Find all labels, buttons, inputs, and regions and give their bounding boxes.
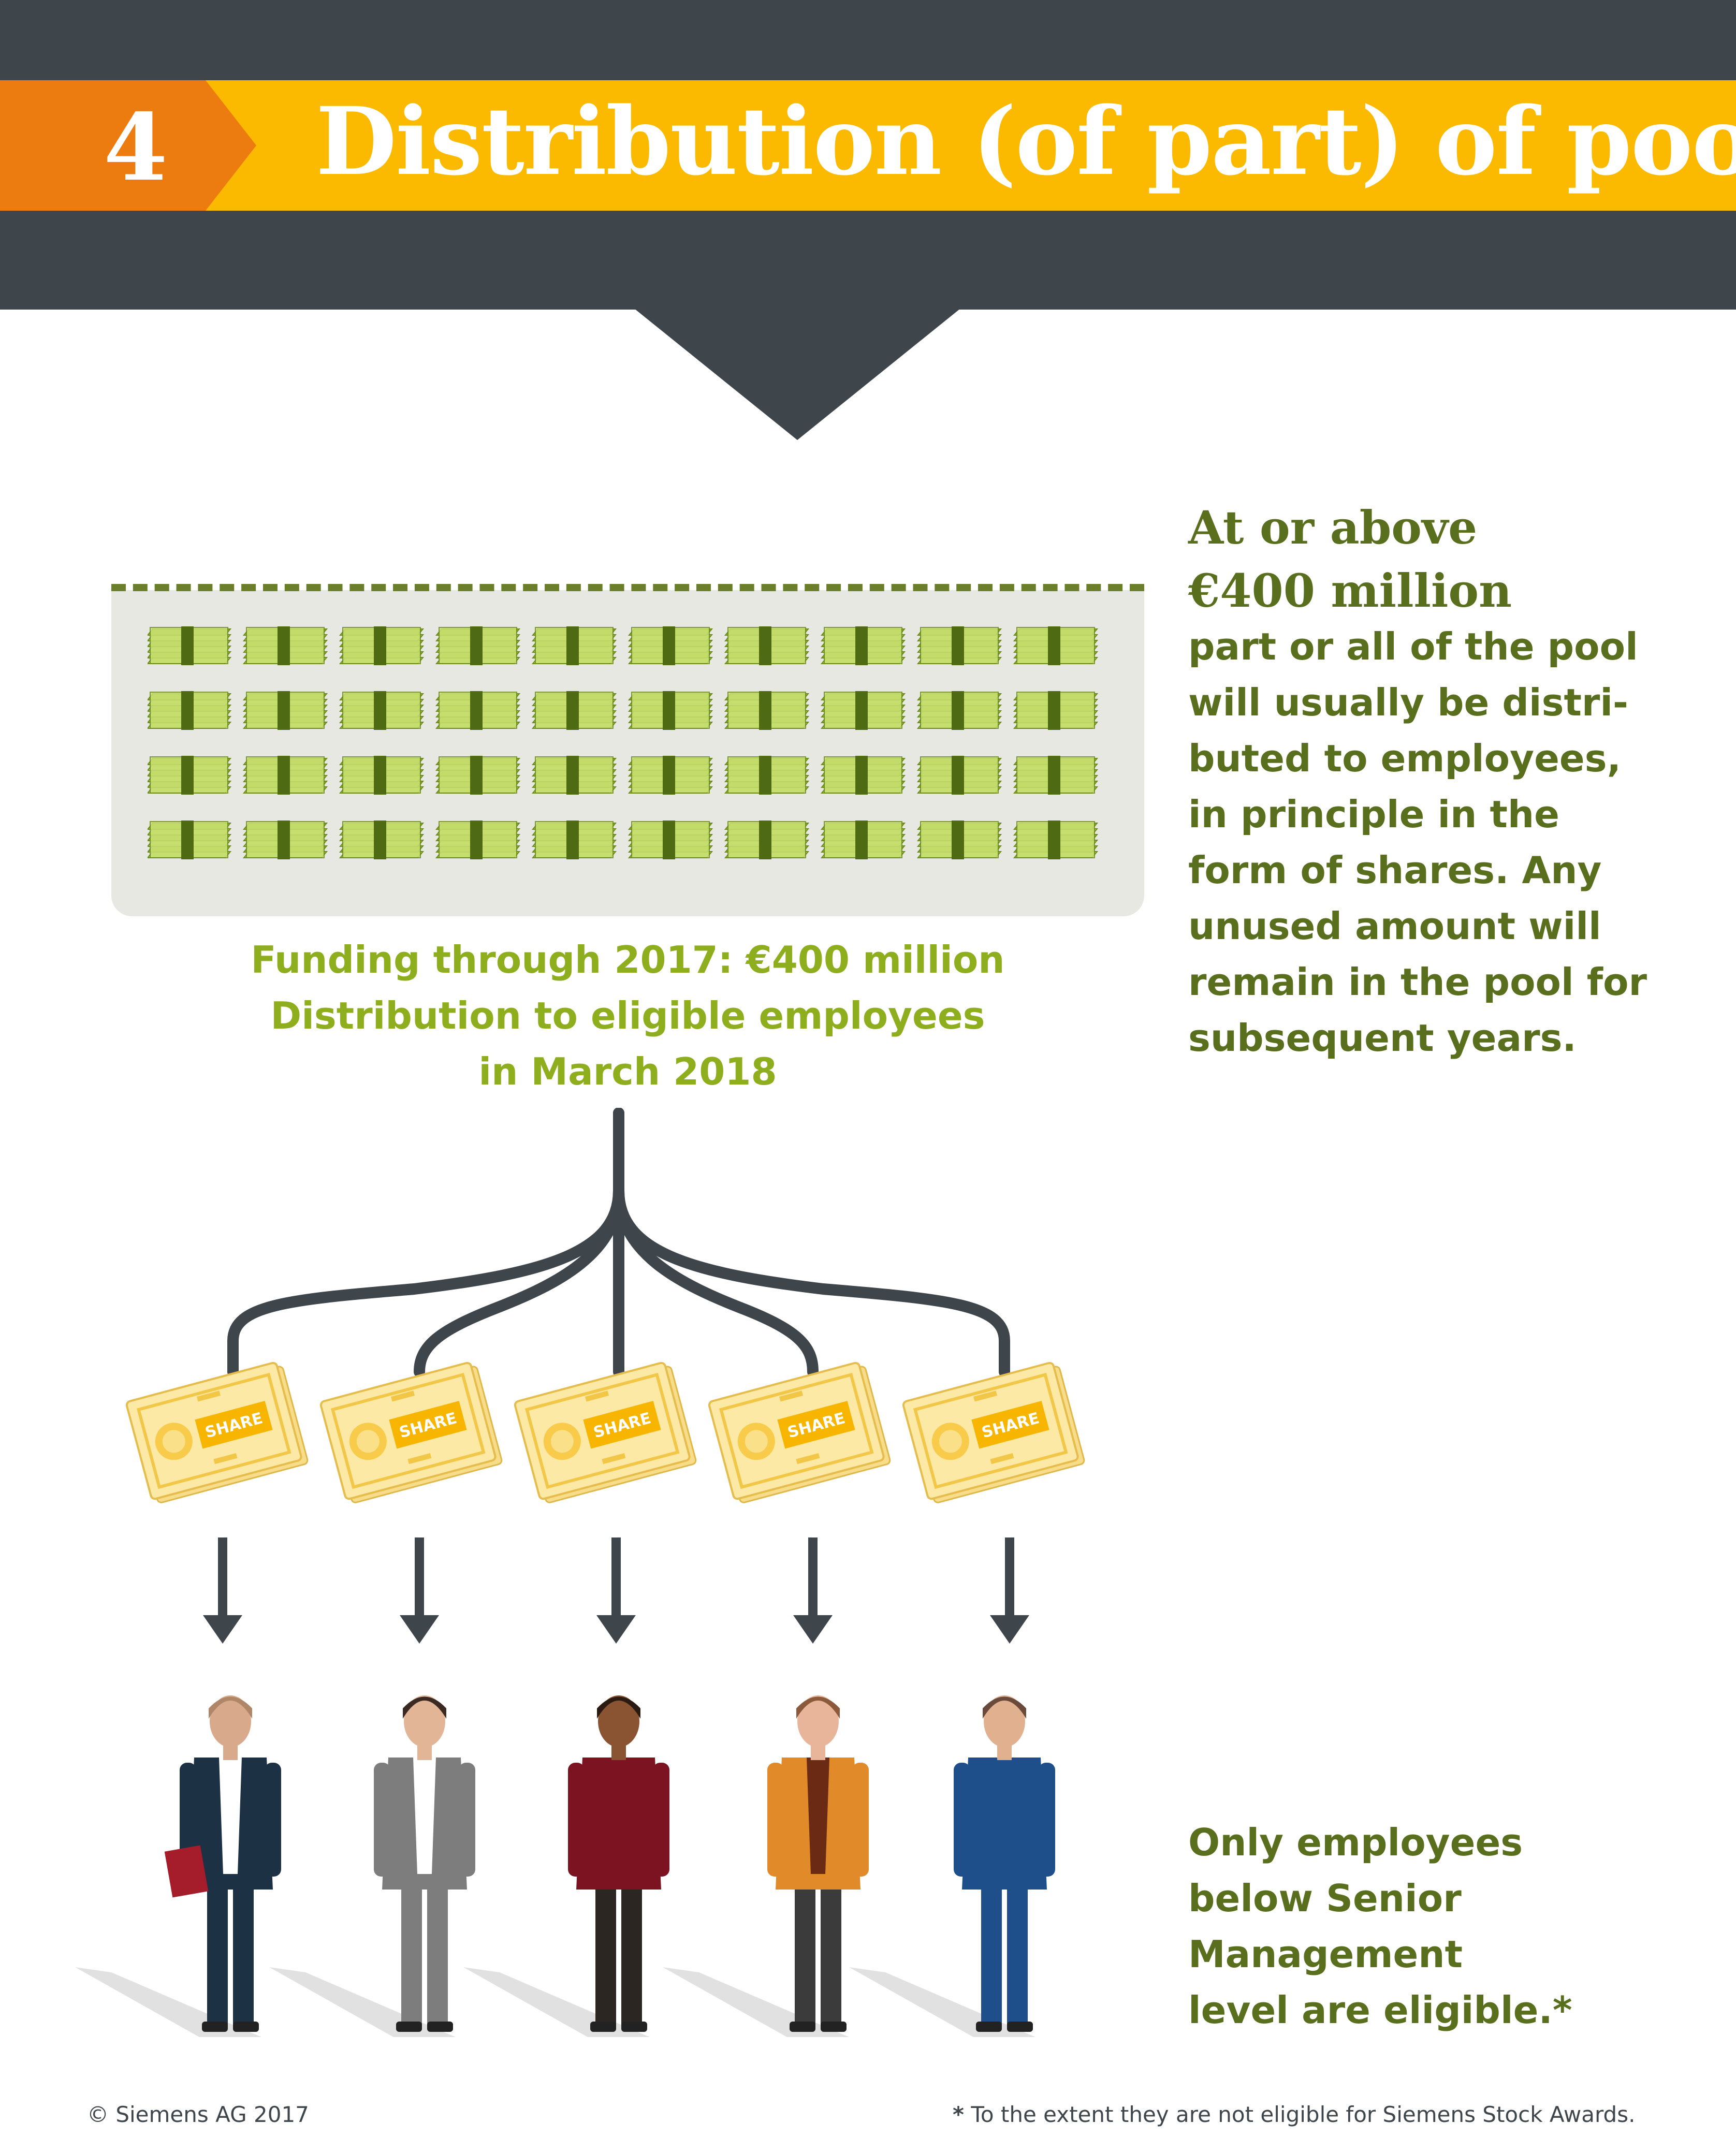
eligibility-line: level are eligible.*	[1188, 1988, 1572, 2032]
money-stack-icon	[820, 756, 906, 795]
description-line: in principle in the	[1188, 793, 1559, 836]
footnote-star: *	[953, 2102, 964, 2127]
funding-caption: Funding through 2017: €400 million Distr…	[111, 932, 1144, 1100]
money-stack-icon	[820, 626, 906, 665]
funding-caption-line: in March 2018	[478, 1050, 777, 1093]
money-stack-icon	[148, 756, 232, 795]
money-stack-icon	[531, 626, 617, 665]
employee-figure-icon	[663, 1695, 869, 2037]
funding-caption-line: Distribution to eligible employees	[270, 994, 985, 1037]
money-stack-icon	[820, 821, 906, 859]
threshold-heading: At or above €400 million	[1188, 496, 1512, 622]
money-stack-icon	[1013, 691, 1099, 730]
eligibility-line: Only employees	[1188, 1821, 1523, 1864]
down-arrow-icon	[400, 1537, 439, 1644]
description-line: unused amount will	[1188, 904, 1601, 948]
footnote-text: To the extent they are not eligible for …	[964, 2102, 1636, 2127]
money-stack-icon	[339, 691, 425, 730]
money-stack-icon	[724, 821, 810, 859]
employee-figure-icon	[463, 1695, 669, 2037]
down-arrow-icon	[793, 1537, 833, 1644]
share-certificate-icon: SHARE	[125, 1361, 309, 1503]
money-stack-icon	[724, 691, 810, 730]
title-band	[0, 80, 1736, 211]
money-stack-icon	[339, 626, 425, 665]
share-certificate-icon: SHARE	[708, 1361, 891, 1503]
step-number: 4	[104, 93, 168, 201]
branch-lines	[227, 1108, 1010, 1378]
branch-line	[414, 1185, 624, 1378]
description-line: form of shares. Any	[1188, 848, 1602, 892]
money-stack-icon	[148, 821, 232, 859]
money-stack-icon	[628, 626, 713, 665]
description-line: part or all of the pool	[1188, 625, 1638, 668]
money-stack-icon	[916, 756, 1002, 795]
money-stack-icon	[339, 821, 425, 859]
money-stack-icon	[435, 691, 521, 730]
arrows-layer	[203, 1537, 1029, 1644]
share-certificate-icon: SHARE	[319, 1361, 503, 1503]
money-stack-icon	[435, 821, 521, 859]
money-stack-icon	[1013, 821, 1099, 859]
money-stack-icon	[148, 691, 232, 730]
header-pointer-arrow	[634, 309, 960, 440]
eligibility-note: Only employees below Senior Management l…	[1188, 1814, 1572, 2038]
money-grid	[148, 626, 1099, 859]
step-number-band	[0, 80, 207, 211]
branch-line	[613, 1185, 1010, 1378]
money-stack-icon	[1013, 756, 1099, 795]
people-layer	[75, 1695, 1055, 2037]
money-stack-icon	[531, 756, 617, 795]
funding-caption-line: Funding through 2017: €400 million	[251, 938, 1005, 982]
money-stack-icon	[724, 756, 810, 795]
description-line: remain in the pool for	[1188, 960, 1647, 1004]
page-title: Distribution (of part) of pool	[316, 87, 1736, 196]
employee-figure-icon	[269, 1695, 475, 2037]
money-stack-icon	[628, 821, 713, 859]
employee-figure-icon	[75, 1695, 281, 2037]
share-certificate-icon: SHARE	[514, 1361, 697, 1503]
description-line: buted to employees,	[1188, 737, 1621, 780]
share-certificate-icon: SHARE	[902, 1361, 1085, 1503]
threshold-heading-line: At or above	[1188, 501, 1478, 554]
threshold-heading-line: €400 million	[1188, 564, 1512, 618]
eligibility-line: Management	[1188, 1932, 1463, 1976]
money-stack-icon	[531, 691, 617, 730]
money-stack-icon	[531, 821, 617, 859]
money-stack-icon	[916, 691, 1002, 730]
down-arrow-icon	[596, 1537, 636, 1644]
pool-threshold-line	[111, 584, 1144, 591]
money-stack-icon	[242, 626, 328, 665]
money-stack-icon	[242, 756, 328, 795]
branch-line	[227, 1108, 624, 1378]
eligibility-line: below Senior	[1188, 1877, 1462, 1920]
footnote: * To the extent they are not eligible fo…	[953, 2102, 1635, 2127]
description-line: subsequent years.	[1188, 1016, 1577, 1060]
money-stack-icon	[820, 691, 906, 730]
money-stack-icon	[916, 821, 1002, 859]
money-stack-icon	[628, 756, 713, 795]
money-stack-icon	[724, 626, 810, 665]
money-stack-icon	[435, 626, 521, 665]
description-line: will usually be distri-	[1188, 681, 1628, 724]
money-stack-icon	[628, 691, 713, 730]
down-arrow-icon	[203, 1537, 242, 1644]
copyright: © Siemens AG 2017	[87, 2102, 309, 2127]
money-stack-icon	[242, 691, 328, 730]
money-stack-icon	[1013, 626, 1099, 665]
money-stack-icon	[242, 821, 328, 859]
money-stack-icon	[148, 626, 232, 665]
threshold-description: part or all of the pool will usually be …	[1188, 619, 1716, 1066]
employee-figure-icon	[849, 1695, 1055, 2037]
money-stack-icon	[916, 626, 1002, 665]
money-stack-icon	[339, 756, 425, 795]
money-stack-icon	[435, 756, 521, 795]
down-arrow-icon	[990, 1537, 1029, 1644]
